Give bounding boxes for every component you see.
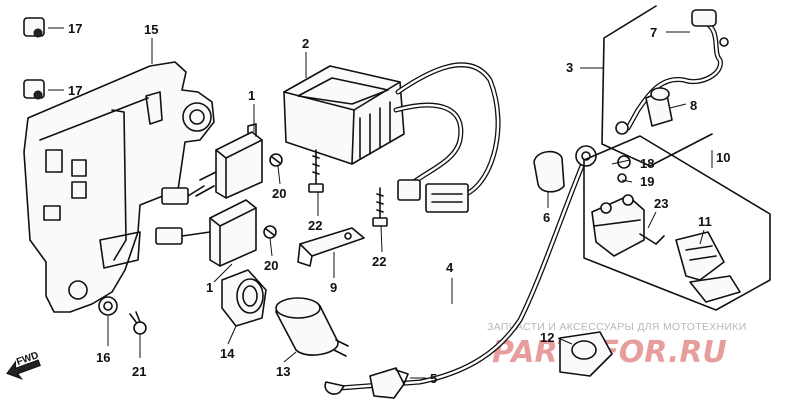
callout-22-right: 22 (372, 254, 386, 269)
callouts: 17 17 15 1 1 20 20 2 22 22 9 16 21 14 13… (68, 21, 730, 386)
screw-upper (269, 153, 283, 167)
grommet-upper (23, 17, 45, 38)
callout-12: 12 (540, 330, 554, 345)
watermark-caption: ЗАПЧАСТИ И АКСЕССУАРЫ ДЛЯ МОТОТЕХНИКИ (487, 321, 747, 333)
callout-4: 4 (446, 260, 454, 275)
starter-solenoid-panel (583, 135, 771, 311)
callout-20-lower: 20 (264, 258, 278, 273)
callout-13: 13 (276, 364, 290, 379)
regulator-rectifier (283, 62, 501, 213)
mounting-bracket (23, 61, 215, 313)
screw-lower (263, 225, 277, 239)
callout-21: 21 (132, 364, 146, 379)
leader-lines (48, 27, 713, 379)
grommet-lower (23, 79, 45, 100)
callout-10: 10 (716, 150, 730, 165)
bolt-21 (129, 311, 147, 335)
callout-18: 18 (640, 156, 654, 171)
callout-9: 9 (330, 280, 337, 295)
watermark: ЗАПЧАСТИ И АКСЕССУАРЫ ДЛЯ МОТОТЕХНИКИ PA… (487, 321, 747, 370)
bolt-left (308, 149, 324, 193)
callout-19: 19 (640, 174, 654, 189)
callout-17-lower: 17 (68, 83, 82, 98)
terminal-cover (369, 367, 409, 399)
callout-17-upper: 17 (68, 21, 82, 36)
callout-8: 8 (690, 98, 697, 113)
washer (98, 296, 118, 316)
solenoid-cover (559, 331, 613, 377)
callout-5: 5 (430, 371, 437, 386)
callout-3: 3 (566, 60, 573, 75)
callout-20-upper: 20 (272, 186, 286, 201)
callout-14: 14 (220, 346, 235, 361)
relay-upper (161, 123, 263, 205)
terminal-cap (533, 150, 565, 193)
callout-11: 11 (698, 214, 712, 229)
callout-22-left: 22 (308, 218, 322, 233)
turn-signal-relay (275, 297, 349, 357)
callout-6: 6 (543, 210, 550, 225)
callout-7: 7 (650, 25, 657, 40)
battery-cable (324, 145, 597, 395)
callout-2: 2 (302, 36, 309, 51)
callout-1-lower: 1 (206, 280, 213, 295)
callout-23: 23 (654, 196, 668, 211)
stay-bracket (297, 227, 365, 267)
relay-lower (155, 199, 257, 267)
bolt-right (372, 187, 388, 227)
cover-sleeve (221, 269, 267, 327)
callout-15: 15 (144, 22, 158, 37)
callout-16: 16 (96, 350, 110, 365)
callout-1-upper: 1 (248, 88, 255, 103)
fwd-arrow-icon: FWD (6, 350, 41, 380)
starter-cable-panel (601, 5, 729, 167)
